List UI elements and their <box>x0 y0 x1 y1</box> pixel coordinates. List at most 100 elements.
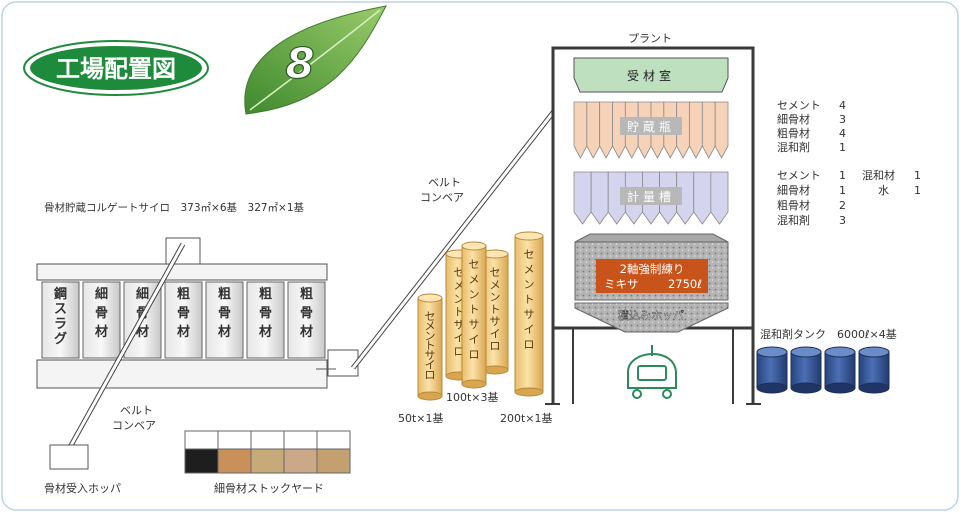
silo-compartment <box>82 281 121 359</box>
silo-compartment <box>287 281 326 359</box>
stockyard-swatch <box>283 448 318 474</box>
silo-compartment-char: 材 <box>218 324 231 340</box>
page-title: 工場配置図 <box>56 55 176 83</box>
silo-compartments: 鋼スラグ細骨材細骨材粗骨材粗骨材粗骨材粗骨材 <box>41 281 326 359</box>
count-name: 混和剤 <box>777 140 810 154</box>
loading-hopper-label: 積込みホッパ <box>618 308 684 322</box>
count-name: 水 <box>878 184 889 197</box>
cement-silo-char: イ <box>469 333 480 346</box>
weighing-tank-label: 計量槽 <box>627 189 675 204</box>
cement-silo-char: セ <box>490 266 501 279</box>
stockyard-swatches <box>184 430 351 474</box>
count-name: セメント <box>777 99 821 112</box>
cement-silo-char: サ <box>524 308 535 321</box>
stockyard-label: 細骨材ストックヤード <box>214 481 324 495</box>
fine-aggregate-stockyard: 細骨材ストックヤード <box>184 430 351 495</box>
silo-compartment-char: グ <box>54 331 67 347</box>
silo-compartment <box>205 281 244 359</box>
cement-silo <box>461 245 487 385</box>
cement-silo-capacity-50: 50t×1基 <box>398 412 444 425</box>
receiving-hopper-label: 骨材受入ホッパ <box>44 481 121 495</box>
silo-compartment <box>246 281 285 359</box>
loading-hopper <box>574 302 729 333</box>
cement-silo-char: メ <box>425 320 436 333</box>
cement-silo-capacity-200: 200t×1基 <box>500 412 553 425</box>
count-value: 1 <box>839 141 846 154</box>
silo-compartment-char: 骨 <box>300 306 313 321</box>
bin-cell <box>710 171 729 225</box>
bin-cell <box>573 101 588 159</box>
bin-cell <box>586 101 601 159</box>
count-value: 4 <box>839 127 846 140</box>
plant: プラント 受材室 貯蔵瓶 計量槽 2軸強制練り ミキサ 2750ℓ 積込みホッパ <box>545 32 761 405</box>
aggregate-silo: 骨材貯蔵コルゲートサイロ 373㎡×6基 327㎡×1基 鋼スラグ細骨材細骨材粗… <box>36 201 328 389</box>
silo-compartment-char: ラ <box>54 317 67 332</box>
cement-silo-char: ト <box>490 303 501 316</box>
lower-conveyor-label-1: ベルト <box>120 404 153 417</box>
count-value: 3 <box>839 214 846 227</box>
cement-silo <box>514 235 544 393</box>
count-value: 2 <box>839 199 846 212</box>
cement-silo-char: ン <box>425 329 436 342</box>
mixer-label-line1: 2軸強制練り <box>620 262 685 276</box>
bin-cell <box>607 171 626 225</box>
silo-compartment-char: 材 <box>136 324 149 340</box>
title-badge: 工場配置図 <box>23 40 209 96</box>
cement-silo-char: イ <box>454 332 465 345</box>
count-value: 3 <box>839 113 846 126</box>
silo-compartment-char: 骨 <box>95 306 108 321</box>
cement-silo-char: ト <box>425 339 436 352</box>
weighing-tanks <box>573 171 729 225</box>
silo-base <box>36 359 328 389</box>
bin-cell <box>676 171 695 225</box>
count-name: 細骨材 <box>777 183 810 197</box>
cement-silo-char: ト <box>524 293 535 306</box>
cement-silo-char: セ <box>425 310 436 323</box>
count-value: 4 <box>839 99 846 112</box>
storage-bin-label: 貯蔵瓶 <box>627 120 675 134</box>
receiving-room <box>573 57 729 93</box>
bin-cell <box>689 101 703 159</box>
cement-silo-char: サ <box>490 315 501 328</box>
silo-compartment-char: 粗 <box>300 286 313 302</box>
bin-cell <box>676 101 690 159</box>
cement-silo-char: イ <box>490 327 501 340</box>
cement-silo-char: ン <box>490 291 501 304</box>
cement-silo-char: サ <box>425 349 436 362</box>
cement-silo-char: サ <box>469 318 480 331</box>
page-number: 8 <box>285 39 314 88</box>
silo-compartment-char: ス <box>54 302 67 317</box>
cement-silo-char: ト <box>469 303 480 316</box>
aggregate-silo-label: 骨材貯蔵コルゲートサイロ 373㎡×6基 327㎡×1基 <box>44 201 305 214</box>
silo-compartment-char: 材 <box>95 324 108 340</box>
silo-compartment-char: 鋼 <box>53 286 67 302</box>
leaf-icon: 8 <box>244 5 387 115</box>
cement-silo-char: サ <box>454 319 465 332</box>
silo-outlet-box <box>327 349 359 377</box>
cement-silo-char: ロ <box>454 345 465 358</box>
silo-compartment-char: 細 <box>95 286 108 302</box>
cement-silo-char: イ <box>425 359 436 372</box>
receiving-room-label: 受材室 <box>627 68 675 83</box>
bin-cell <box>590 171 609 225</box>
count-name: 混和剤 <box>777 213 810 227</box>
admixture-tank <box>824 351 856 389</box>
cement-silo-capacity-100: 100t×3基 <box>446 391 499 404</box>
cement-silo-char: メ <box>524 263 535 276</box>
bin-cell <box>573 171 592 225</box>
cement-silo-char: セ <box>469 258 480 271</box>
silo-compartment <box>41 281 80 359</box>
plant-title: プラント <box>628 32 672 45</box>
silo-compartment-char: 材 <box>177 324 190 340</box>
silo-compartment-char: 材 <box>259 324 272 340</box>
count-value: 1 <box>914 169 921 182</box>
lower-conveyor-label-2: コンベア <box>112 419 156 432</box>
receiving-hopper <box>49 444 89 470</box>
silo-compartment-char: 粗 <box>177 286 190 302</box>
bin-cell <box>693 171 712 225</box>
